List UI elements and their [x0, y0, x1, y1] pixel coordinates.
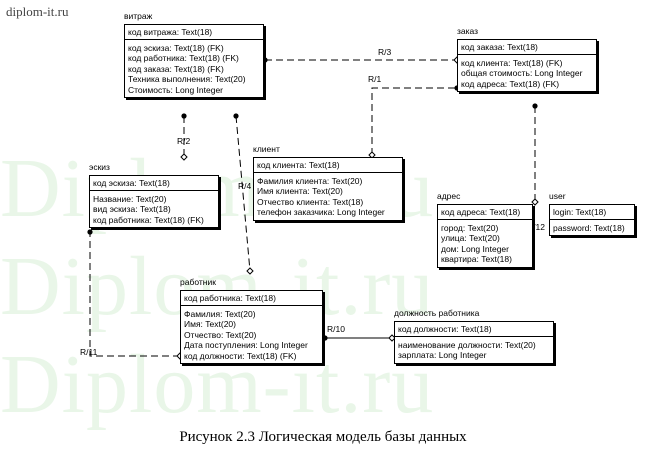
- entity-attribute: Отчество: Text(20): [184, 329, 257, 340]
- entity-attribute: код должности: Text(18) (FK): [184, 350, 297, 361]
- relation-r1-line: [371, 87, 457, 155]
- entity-attribute: код заказа: Text(18) (FK): [128, 63, 224, 74]
- entity-key: код работника: Text(18): [184, 293, 276, 303]
- entity-title: заказ: [457, 26, 479, 36]
- entity-attribute: Дата поступления: Long Integer: [184, 340, 308, 350]
- relation-diamond: [531, 198, 539, 206]
- entity-attribute: вид эскиза: Text(18): [93, 204, 171, 214]
- entity-attribute: код работника: Text(18) (FK): [128, 53, 239, 63]
- entity-key: код клиента: Text(18): [257, 160, 340, 170]
- entity-attribute: квартира: Text(18): [441, 254, 512, 264]
- entity-rabotnik[interactable]: работник код работника: Text(18) Фамилия…: [180, 277, 323, 364]
- entity-attribute: зарплата: Long Integer: [398, 350, 487, 360]
- entity-attribute: Фамилия клиента: Text(20): [257, 175, 363, 186]
- entity-attribute: код работника: Text(18) (FK): [93, 214, 204, 225]
- entity-attribute: код эскиза: Text(18) (FK): [128, 42, 224, 53]
- entity-attribute: дом: Long Integer: [441, 243, 509, 254]
- relation-dot: [322, 335, 328, 341]
- entity-user[interactable]: user login: Text(18) password: Text(18): [549, 191, 635, 236]
- entity-attribute: Имя: Text(20): [184, 319, 236, 329]
- entity-key: код витража: Text(18): [128, 27, 213, 37]
- relation-label-r12: R/12: [527, 222, 545, 232]
- entity-attribute: наименование должности: Text(20): [398, 339, 536, 350]
- entity-title: user: [549, 191, 566, 201]
- entity-attribute: Имя клиента: Text(20): [257, 186, 343, 196]
- entity-eskiz[interactable]: эскиз код эскиза: Text(18) Название: Tex…: [89, 162, 219, 228]
- entity-key: код заказа: Text(18): [461, 42, 538, 52]
- site-label: diplom-it.ru: [6, 4, 69, 19]
- entity-attribute: Отчество клиента: Text(18): [257, 196, 364, 207]
- relation-dot: [87, 229, 93, 235]
- entity-attribute: код адреса: Text(18) (FK): [461, 78, 560, 89]
- entity-attribute: Название: Text(20): [93, 193, 167, 204]
- relation-diamond: [180, 153, 188, 161]
- entity-title: клиент: [253, 144, 280, 154]
- entity-title: адрес: [437, 191, 461, 201]
- relation-dot: [233, 113, 239, 119]
- entity-attribute: Стоимость: Long Integer: [128, 84, 224, 95]
- entity-title: должность работника: [394, 308, 480, 318]
- entity-dolzhnost[interactable]: должность работника код должности: Text(…: [394, 308, 554, 364]
- relation-r4-line: [235, 115, 251, 272]
- entity-attribute: город: Text(20): [441, 222, 499, 233]
- entity-key: код должности: Text(18): [398, 324, 492, 334]
- relation-label-r3: R/3: [378, 47, 392, 57]
- entity-attribute: Фамилия: Text(20): [184, 308, 256, 319]
- relation-label-r1: R/1: [368, 74, 382, 84]
- entity-attribute: телефон заказчика: Long Integer: [257, 207, 385, 217]
- entity-title: работник: [180, 277, 216, 287]
- relation-dot: [532, 103, 538, 109]
- relation-diamond: [246, 267, 254, 275]
- entity-attribute: код клиента: Text(18) (FK): [461, 57, 563, 68]
- entity-attribute: Техника выполнения: Text(20): [128, 74, 246, 84]
- relation-label-r11: R/11: [80, 347, 98, 357]
- entity-adres[interactable]: адрес код адреса: Text(18) город: Text(2…: [437, 191, 533, 268]
- relation-label-r4: R/4: [238, 181, 252, 191]
- entity-key: код эскиза: Text(18): [93, 178, 170, 188]
- entity-key: login: Text(18): [553, 207, 607, 217]
- entity-zakaz[interactable]: заказ код заказа: Text(18) код клиента: …: [457, 26, 597, 92]
- entity-vitrazh[interactable]: витраж код витража: Text(18) код эскиза:…: [124, 11, 264, 98]
- relation-label-r10: R/10: [327, 324, 345, 334]
- entity-title: эскиз: [89, 162, 110, 172]
- relation-r11-line: [89, 232, 180, 357]
- relation-dot: [181, 113, 187, 119]
- entity-title: витраж: [124, 11, 153, 21]
- entity-attribute: password: Text(18): [553, 222, 625, 233]
- entity-attribute: общая стоимость: Long Integer: [461, 68, 583, 78]
- relation-label-r2: R/2: [177, 136, 191, 146]
- entity-attribute: улица: Text(20): [441, 233, 500, 243]
- entity-key: код адреса: Text(18): [441, 207, 521, 217]
- figure-caption: Рисунок 2.3 Логическая модель базы данны…: [179, 429, 467, 445]
- entity-klient[interactable]: клиент код клиента: Text(18) Фамилия кли…: [253, 144, 403, 221]
